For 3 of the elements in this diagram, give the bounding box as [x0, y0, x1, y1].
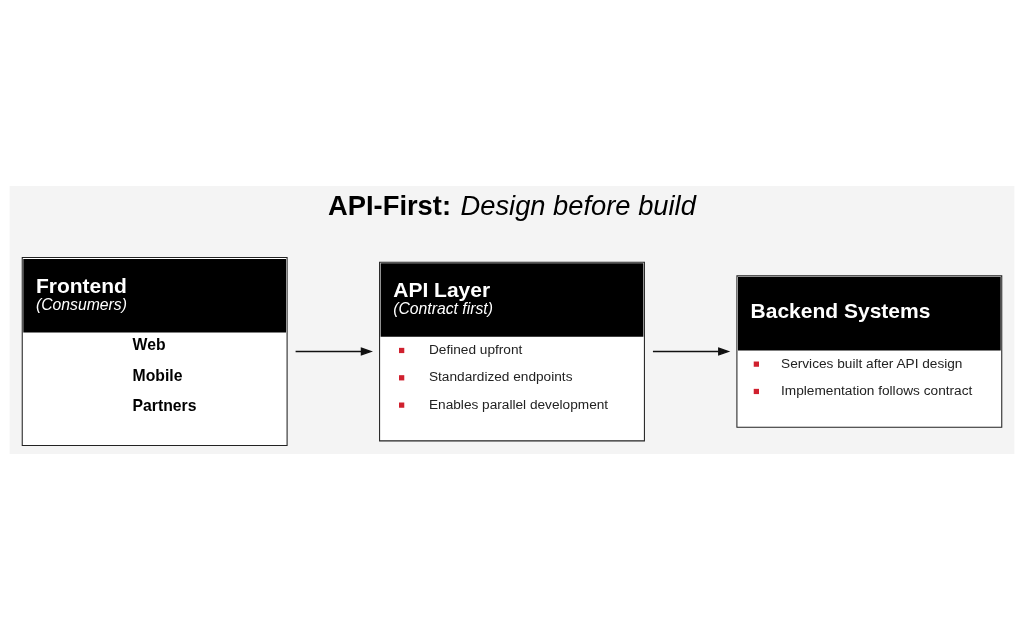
- arrow: [294, 347, 373, 356]
- diagram-title: API-First: Design before build: [328, 190, 696, 222]
- arrow: [652, 347, 731, 356]
